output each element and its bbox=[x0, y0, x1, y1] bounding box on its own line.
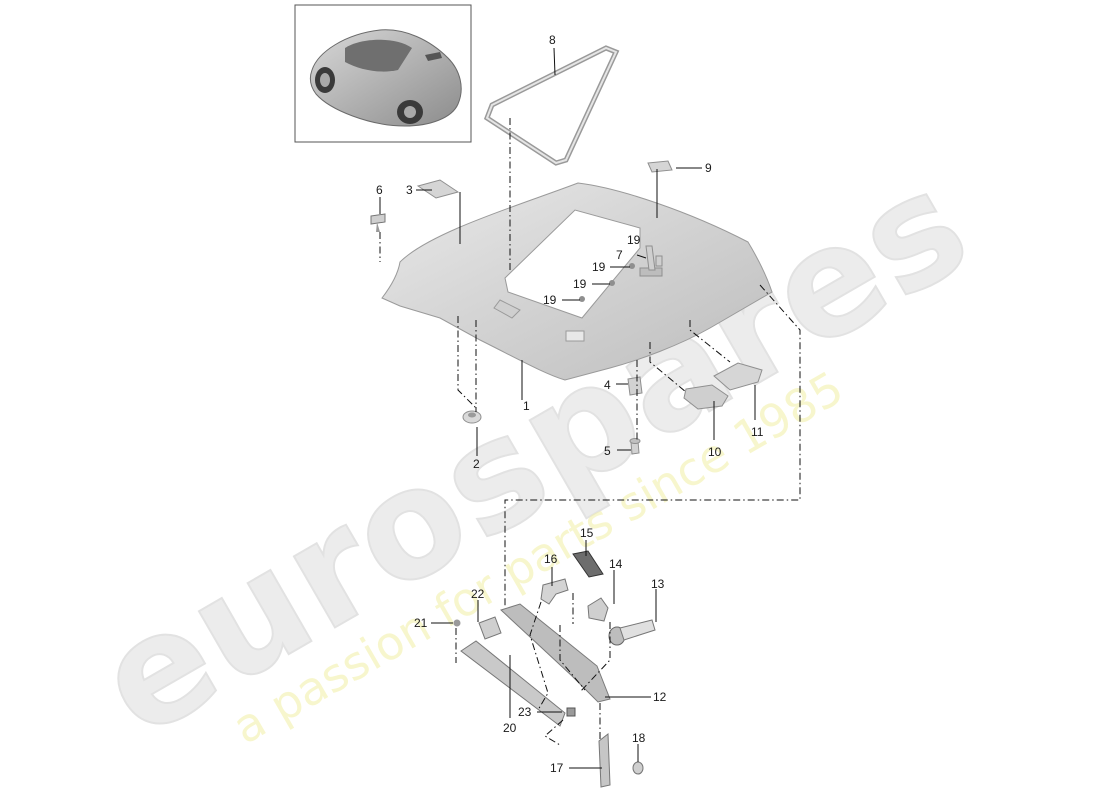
callout-22: 22 bbox=[471, 587, 485, 601]
callout-17: 17 bbox=[550, 761, 564, 775]
part-14-cap bbox=[587, 597, 609, 622]
car-image bbox=[309, 29, 462, 127]
part-21-screw bbox=[453, 619, 461, 627]
part-1-headliner bbox=[381, 182, 773, 381]
callout-18: 18 bbox=[632, 731, 646, 745]
callout-16: 16 bbox=[544, 552, 558, 566]
part-9-bracket bbox=[647, 160, 673, 173]
part-4-clip bbox=[627, 376, 643, 396]
callout-9: 9 bbox=[705, 161, 712, 175]
callout-20: 20 bbox=[503, 721, 517, 735]
callout-19d: 19 bbox=[543, 293, 557, 307]
callout-21: 21 bbox=[414, 616, 428, 630]
callout-12: 12 bbox=[653, 690, 667, 704]
callout-4: 4 bbox=[604, 378, 611, 392]
part-22-clip bbox=[478, 616, 502, 640]
part-2-grommet bbox=[462, 410, 482, 424]
leader-lines bbox=[379, 47, 756, 769]
part-20-bracket bbox=[460, 640, 566, 727]
callout-7: 7 bbox=[616, 248, 623, 262]
part-17-seal bbox=[598, 733, 611, 788]
part-13-fastener bbox=[608, 619, 656, 646]
part-5-stud bbox=[629, 438, 641, 455]
part-16-bracket bbox=[540, 578, 569, 605]
callout-1: 1 bbox=[523, 399, 530, 413]
vehicle-thumbnail bbox=[294, 4, 472, 143]
callout-14: 14 bbox=[609, 557, 623, 571]
callout-10: 10 bbox=[708, 445, 722, 459]
part-8-roof-seal bbox=[483, 45, 620, 166]
part-12-pillar-trim bbox=[500, 603, 611, 703]
part-15-clip bbox=[572, 550, 604, 578]
callout-19c: 19 bbox=[573, 277, 587, 291]
callout-6: 6 bbox=[376, 183, 383, 197]
callout-23: 23 bbox=[518, 705, 532, 719]
callout-8: 8 bbox=[549, 33, 556, 47]
part-3-pad bbox=[416, 179, 460, 199]
callout-15: 15 bbox=[580, 526, 594, 540]
screws-group bbox=[579, 245, 663, 302]
part-18-clip bbox=[632, 761, 644, 775]
part-6-clip bbox=[370, 213, 386, 232]
part-23-screw bbox=[566, 707, 576, 717]
callout-5: 5 bbox=[604, 444, 611, 458]
dash-dot-lines bbox=[379, 118, 801, 746]
callout-2: 2 bbox=[473, 457, 480, 471]
callout-19b: 19 bbox=[592, 260, 606, 274]
callout-11: 11 bbox=[751, 425, 764, 439]
callout-labels: 1 2 3 4 5 6 7 8 9 10 11 12 13 14 15 16 1… bbox=[376, 33, 764, 775]
part-10-holder bbox=[683, 384, 729, 410]
callout-13: 13 bbox=[651, 577, 665, 591]
callout-3: 3 bbox=[406, 183, 413, 197]
callout-19a: 19 bbox=[627, 233, 641, 247]
part-11-holder bbox=[713, 362, 763, 391]
